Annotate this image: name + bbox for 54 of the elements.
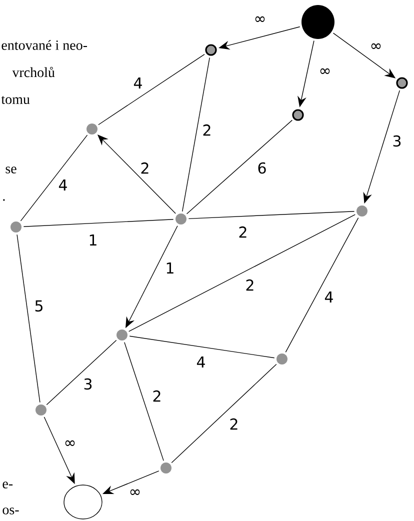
text-fragment: tomu	[1, 96, 30, 104]
edge-label: 2	[228, 417, 240, 431]
edge-label: 2	[151, 389, 163, 403]
vertex	[205, 44, 217, 56]
vertex	[276, 354, 288, 364]
vertex	[64, 484, 102, 520]
edge-label: 3	[82, 377, 94, 391]
edge-line	[98, 54, 205, 126]
edge-line	[16, 234, 40, 403]
edge-line	[171, 364, 277, 464]
edge-line	[182, 57, 210, 212]
edge-label: 3	[391, 134, 403, 148]
text-fragment: se	[6, 166, 16, 174]
edge-label: ∞	[368, 42, 384, 52]
vertex	[356, 206, 368, 216]
edge-line	[46, 340, 117, 406]
vertex	[292, 109, 304, 121]
edge-label: ∞	[128, 488, 142, 498]
edge-line	[285, 217, 359, 353]
vertex	[176, 214, 186, 224]
edge-line	[20, 134, 88, 222]
vertex	[36, 404, 46, 416]
edge-label: 1	[87, 234, 99, 246]
edge-label: 2	[244, 278, 256, 292]
vertex	[116, 330, 128, 340]
text-fragment: e-	[2, 482, 13, 488]
edge-label: 2	[139, 161, 151, 175]
vertex	[302, 5, 334, 39]
edge-line	[129, 336, 275, 358]
edge-line	[186, 120, 293, 214]
vertex	[396, 77, 408, 89]
vertex	[10, 222, 22, 232]
edge-label: ∞	[62, 439, 78, 449]
text-fragment: entované i neo-	[2, 40, 87, 50]
vertex	[160, 462, 172, 474]
vertex	[86, 124, 98, 134]
edge-label: 4	[195, 356, 207, 368]
text-fragment: .	[3, 199, 5, 201]
edge-label: ∞	[318, 67, 332, 77]
edge-label: 4	[323, 290, 335, 304]
text-fragment: vrcholů	[12, 66, 55, 78]
edge-label: 1	[164, 262, 176, 274]
edge-line	[23, 219, 174, 227]
edge-label: 4	[57, 178, 69, 192]
text-fragment: os-	[2, 508, 19, 514]
edge-label: 2	[237, 225, 249, 239]
edge-label: 6	[256, 161, 268, 175]
edge-line	[124, 342, 164, 462]
edge-line	[188, 211, 355, 220]
edge-label: 2	[201, 123, 213, 137]
edge-label: 5	[33, 299, 45, 313]
edge-line	[128, 214, 356, 332]
edge-label: 4	[132, 76, 144, 90]
edge-label: ∞	[252, 15, 268, 25]
